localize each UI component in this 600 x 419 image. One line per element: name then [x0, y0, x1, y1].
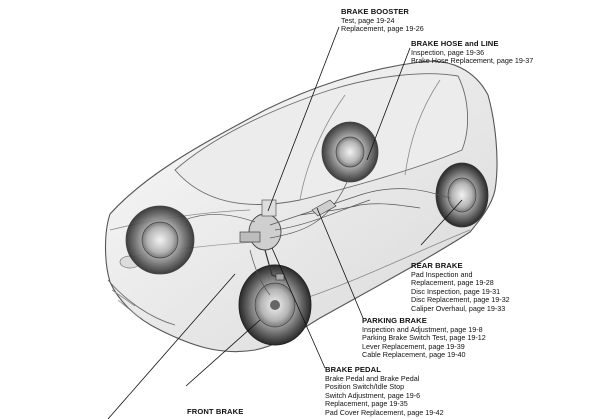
callout-line: Switch Adjustment, page 19-6 — [325, 390, 421, 400]
callout-title: PARKING BRAKE — [362, 316, 427, 325]
callout-line: Cable Replacement, page 19-40 — [362, 350, 466, 360]
callout-line: Inspection and Adjustment, page 19-8 — [362, 324, 483, 334]
brake-pedal-part — [264, 249, 285, 281]
callout-line: Replacement, page 19-26 — [341, 24, 424, 34]
callout-parking-brake: PARKING BRAKE Inspection and Adjustment,… — [362, 316, 486, 360]
callout-line: Pad Cover Replacement, page 19-42 — [325, 407, 444, 417]
callout-line: Lever Replacement, page 19-39 — [362, 341, 465, 351]
callout-brake-booster: BRAKE BOOSTER Test, page 19-24 Replaceme… — [341, 7, 424, 34]
callout-line: Replacement, page 19-28 — [411, 278, 494, 288]
rear-right-wheel — [435, 162, 489, 228]
callout-line: Test, page 19-24 — [341, 15, 395, 25]
callout-rear-brake: REAR BRAKE Pad Inspection and Replacemen… — [411, 261, 510, 314]
callout-title: REAR BRAKE — [411, 261, 463, 270]
leader-lines — [107, 26, 463, 419]
callout-line: Disc Replacement, page 19-32 — [411, 295, 510, 305]
callout-line: Position Switch/Idle Stop — [325, 382, 405, 392]
callout-line: Brake Hose Replacement, page 19-37 — [411, 56, 534, 66]
front-right-wheel — [238, 264, 312, 346]
callout-brake-hose-line: BRAKE HOSE and LINE Inspection, page 19-… — [411, 39, 534, 66]
callout-line: Replacement, page 19-35 — [325, 399, 408, 409]
rear-left-wheel — [321, 121, 379, 183]
callout-line: Disc Inspection, page 19-31 — [411, 286, 501, 296]
callout-line: Parking Brake Switch Test, page 19-12 — [362, 333, 486, 343]
car-body — [105, 60, 498, 353]
callout-title: BRAKE BOOSTER — [341, 7, 409, 16]
callout-line: Brake Pedal and Brake Pedal — [325, 373, 420, 383]
callout-front-brake: FRONT BRAKE — [187, 407, 244, 417]
callout-brake-pedal: BRAKE PEDAL Brake Pedal and Brake Pedal … — [325, 365, 444, 418]
callout-line: Inspection, page 19-36 — [411, 47, 485, 57]
callout-line: Caliper Overhaul, page 19-33 — [411, 303, 506, 313]
callout-title: BRAKE HOSE and LINE — [411, 39, 499, 48]
callout-line: Pad Inspection and — [411, 269, 473, 279]
callout-title: BRAKE PEDAL — [325, 365, 381, 374]
front-left-wheel — [125, 205, 195, 275]
parking-brake-lever — [311, 199, 337, 217]
callout-title: FRONT BRAKE — [187, 407, 244, 416]
